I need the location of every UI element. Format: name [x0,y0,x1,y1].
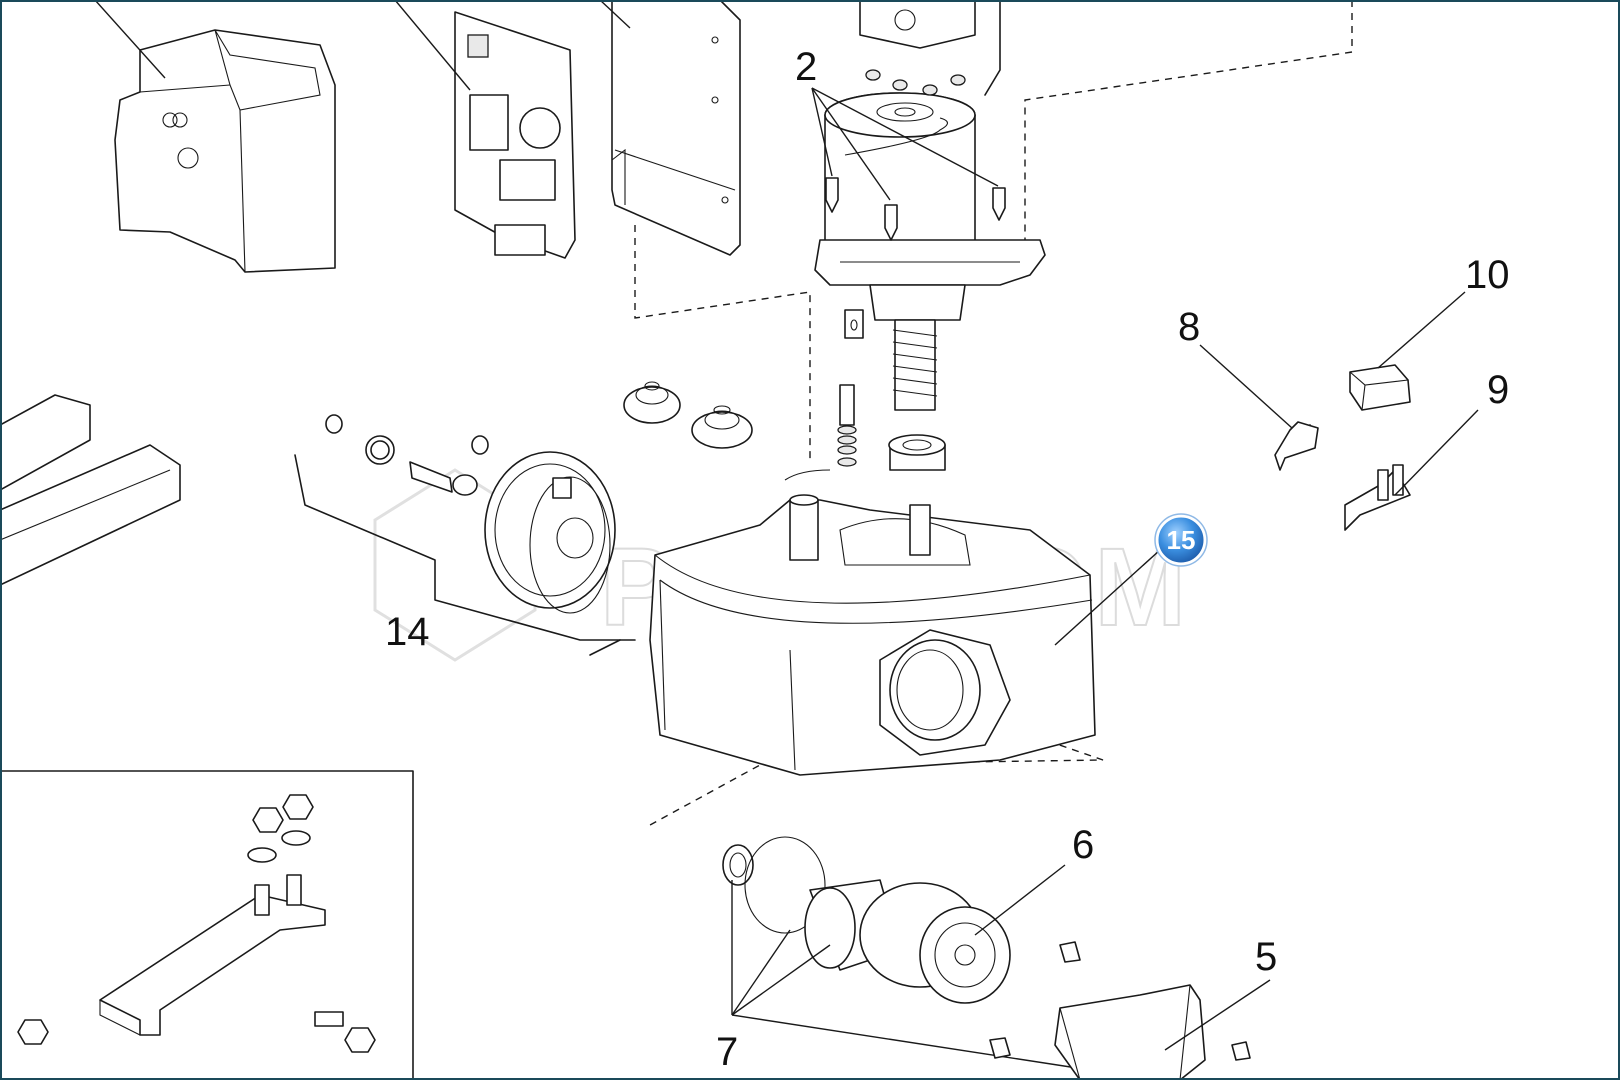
callout-9: 9 [1487,368,1509,412]
highlight-badge-15[interactable]: 15 [1154,513,1208,567]
pinion-cover-part [1054,979,1271,1080]
highlight-badge-label: 15 [1167,525,1196,555]
planetary-gear-part [294,414,636,656]
callout-5: 5 [1255,935,1277,979]
motor-assembly-part [811,69,1046,411]
callout-8: 8 [1178,305,1200,349]
gearbox-housing-part [649,494,1161,776]
callout-7: 7 [716,1030,738,1074]
rail-parts [0,394,181,586]
callout-14: 14 [385,610,430,654]
callout-labels: 2 5 6 7 8 9 10 14 [385,45,1510,1074]
callout-10: 10 [1465,253,1510,297]
callout-2: 2 [795,45,817,89]
callout-6: 6 [1072,823,1094,867]
limit-switch-parts [1199,291,1479,531]
inset-bracket-detail [0,770,414,1080]
cover-housing-part [94,0,336,273]
small-hardware-parts [623,309,946,481]
pinion-gear-assembly [722,836,1251,1071]
mounting-plate-part [599,0,741,256]
encoder-cap-part [859,0,1001,96]
control-board-part [394,0,576,259]
